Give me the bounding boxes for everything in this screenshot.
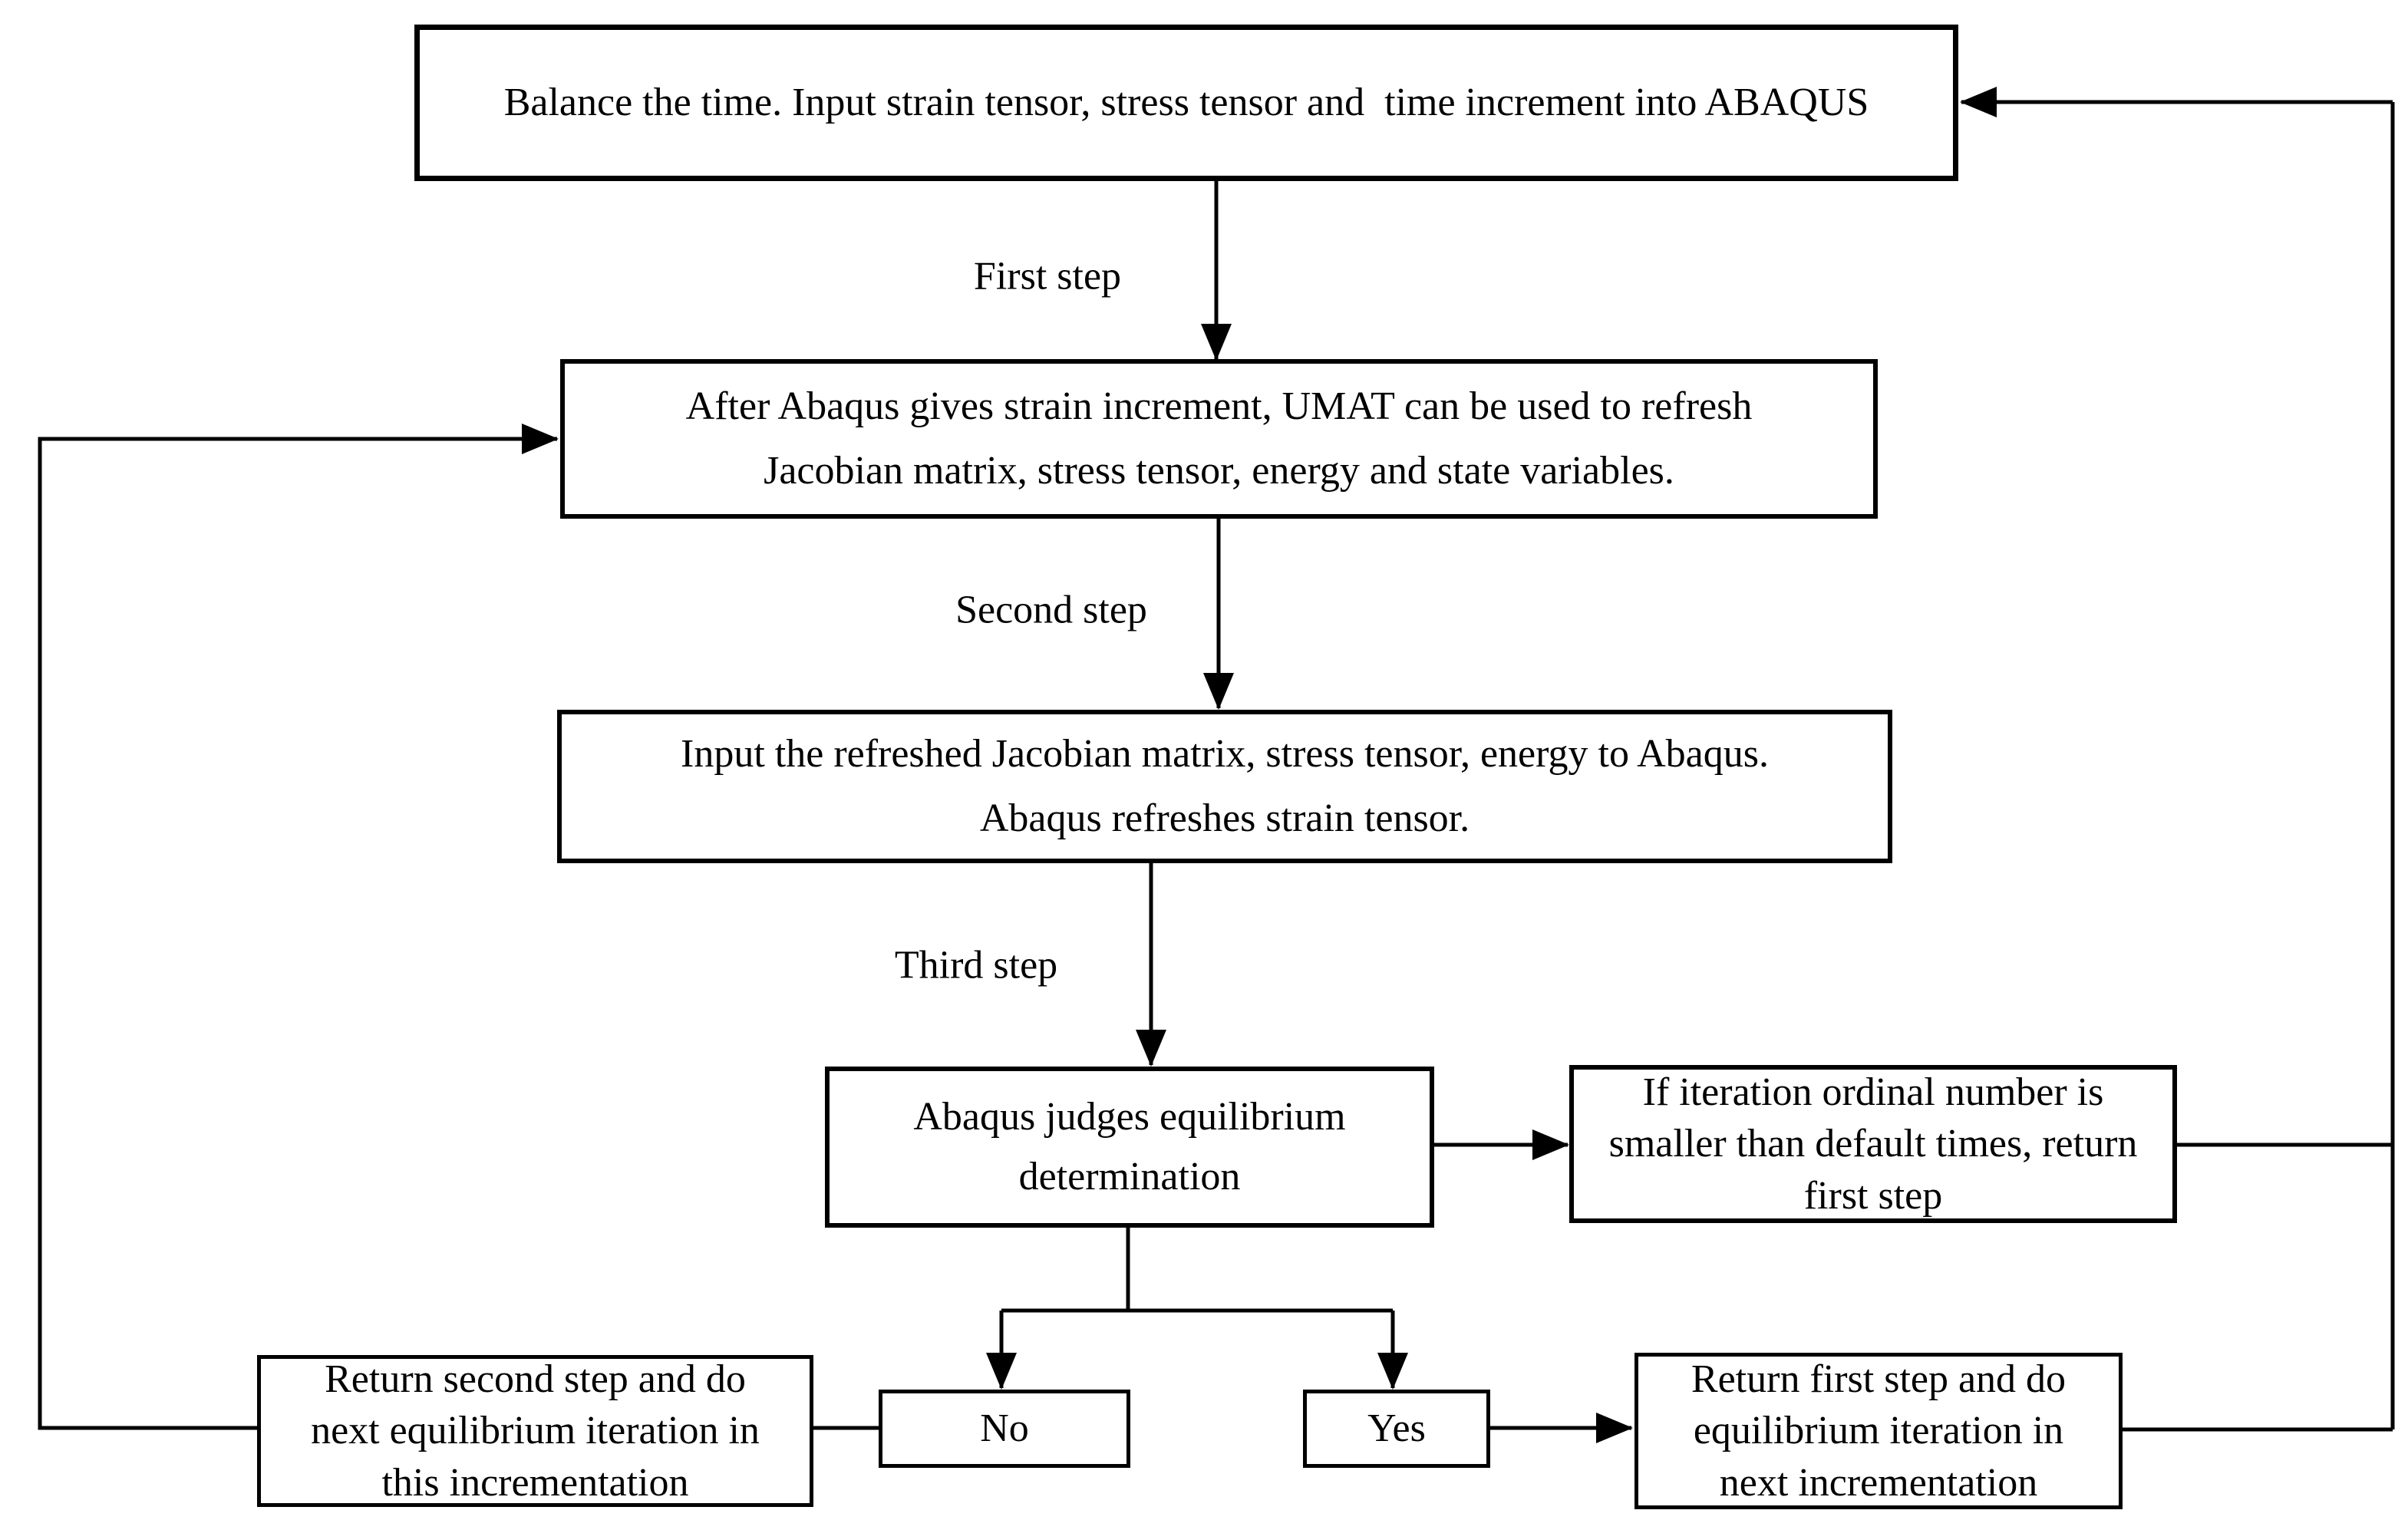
box-return-first-step-line2: equilibrium iteration in (1693, 1409, 2064, 1453)
box-input-refreshed: Input the refreshed Jacobian matrix, str… (557, 710, 1892, 863)
box-yes-label: Yes (1367, 1406, 1426, 1450)
box-input-refreshed-line2: Abaqus refreshes strain tensor. (979, 796, 1470, 840)
box-balance-time: Balance the time. Input strain tensor, s… (414, 25, 1958, 181)
box-umat-refresh-line1: After Abaqus gives strain increment, UMA… (685, 384, 1753, 428)
box-no: No (879, 1390, 1130, 1468)
box-yes: Yes (1303, 1390, 1490, 1468)
box-return-second-step: Return second step and do next equilibri… (257, 1355, 813, 1507)
box-iteration-ordinal-line3: first step (1803, 1173, 1943, 1218)
box-return-second-step-line2: next equilibrium iteration in (311, 1409, 760, 1453)
box-return-first-step: Return first step and do equilibrium ite… (1634, 1353, 2123, 1509)
box-no-label: No (980, 1406, 1029, 1450)
box-judge-equilibrium-line2: determination (1018, 1155, 1241, 1199)
box-return-first-step-line1: Return first step and do (1691, 1357, 2067, 1401)
box-return-second-step-line1: Return second step and do (325, 1357, 746, 1401)
box-input-refreshed-line1: Input the refreshed Jacobian matrix, str… (681, 731, 1769, 776)
label-first-step: First step (973, 254, 1122, 298)
box-judge-equilibrium: Abaqus judges equilibrium determination (825, 1067, 1434, 1228)
box-balance-time-text: Balance the time. Input strain tensor, s… (503, 80, 1869, 124)
label-second-step: Second step (955, 588, 1147, 632)
box-umat-refresh: After Abaqus gives strain increment, UMA… (560, 359, 1878, 519)
box-judge-equilibrium-line1: Abaqus judges equilibrium (913, 1095, 1346, 1139)
box-return-first-step-line3: next incrementation (1719, 1460, 2038, 1505)
box-iteration-ordinal-line2: smaller than default times, return (1608, 1122, 2138, 1166)
box-return-second-step-line3: this incrementation (381, 1460, 689, 1505)
arrow-return-second-loop (38, 424, 559, 1430)
box-umat-refresh-line2: Jacobian matrix, stress tensor, energy a… (764, 449, 1674, 493)
label-third-step: Third step (894, 943, 1058, 988)
line-decision-split (1001, 1228, 1393, 1313)
box-iteration-ordinal: If iteration ordinal number is smaller t… (1569, 1065, 2177, 1223)
box-iteration-ordinal-line1: If iteration ordinal number is (1642, 1070, 2104, 1114)
